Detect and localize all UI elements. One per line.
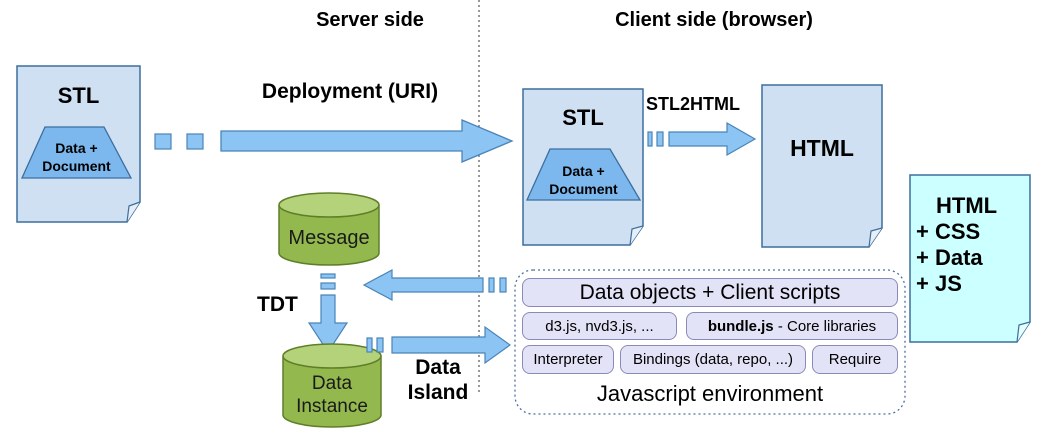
server-stl-document [16,65,141,223]
html-document-title: HTML [790,135,854,161]
return-arrow [362,268,507,302]
require-box: Require [812,345,898,374]
bundle-box: bundle.js - Core libraries [686,312,898,340]
client-data-document-trapezoid [525,148,642,201]
deployment-label: Deployment (URI) [261,80,439,103]
server-data-document-trapezoid [20,126,133,179]
data-island-label: Data Island [398,355,478,405]
output-line-js: + JS [916,271,962,296]
client-stl-title: STL [562,105,604,130]
tdt-label: TDT [257,293,298,316]
server-stl-title: STL [57,83,100,108]
client-stl-document [522,88,644,246]
data-instance-line1: Data [311,373,353,394]
deployment-arrow [220,119,514,163]
server-side-header: Server side [316,9,424,31]
interpreter-box: Interpreter [522,345,614,374]
data-island-line1: Data [415,356,461,379]
output-line-data: + Data [916,245,983,270]
output-document [909,174,1031,343]
bundle-description: - Core libraries [773,317,877,335]
stl2html-arrow [647,121,757,157]
d3-libraries-box: d3.js, nvd3.js, ... [522,312,677,340]
output-line-html: HTML [936,193,998,218]
output-line-css: + CSS [916,219,981,244]
javascript-environment-title: Javascript environment [596,381,824,406]
data-island-line2: Island [407,381,469,404]
message-database-label: Message [288,227,370,249]
data-instance-label: Data Instance [283,372,381,418]
server-data-document-line2: Document [42,158,111,174]
client-data-document-line2: Document [549,181,618,197]
client-data-document-label: Data + Document [527,162,640,198]
server-data-document-line1: Data + [55,140,98,156]
server-data-document-label: Data + Document [22,139,131,175]
tdt-arrow [307,273,349,354]
message-database [278,192,380,266]
client-data-document-line1: Data + [562,163,605,179]
client-side-header: Client side (browser) [615,9,813,31]
data-instance-line2: Instance [296,396,368,417]
bundle-name: bundle.js [707,317,774,335]
data-island-arrow [366,325,512,365]
stl2html-label: STL2HTML [646,94,740,114]
deployment-dashes [154,133,204,150]
data-instance-database [282,343,382,428]
output-document-label: HTML + CSS + Data + JS [916,193,997,297]
bindings-box: Bindings (data, repo, ...) [620,345,806,374]
data-objects-box: Data objects + Client scripts [522,278,898,307]
html-document [761,84,883,248]
